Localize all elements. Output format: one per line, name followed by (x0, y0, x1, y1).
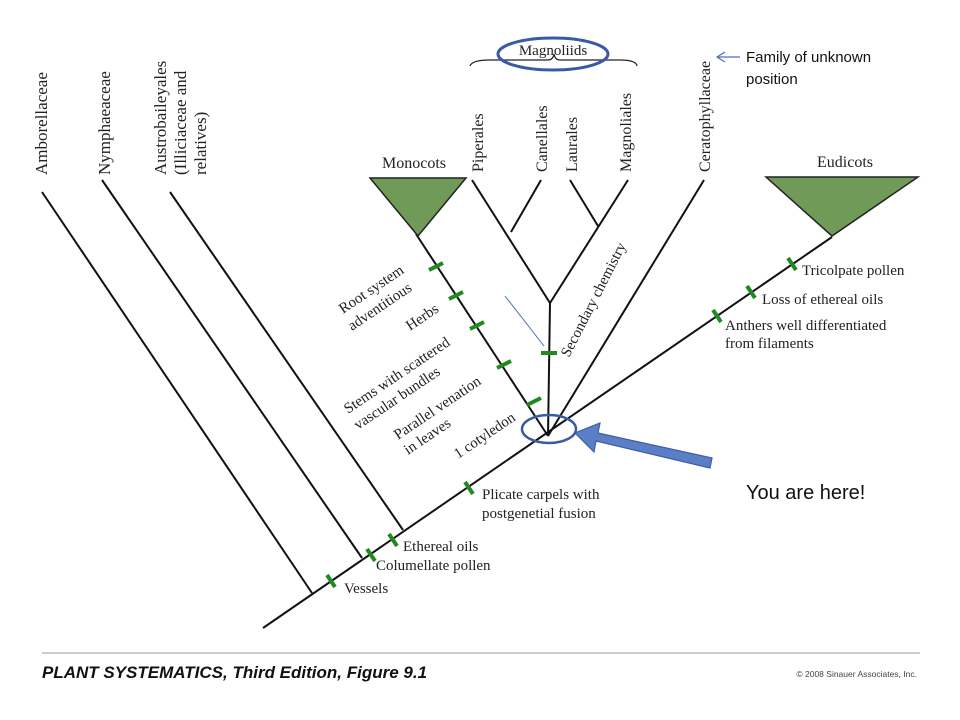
branch-ceratophyllaceae (547, 179, 705, 437)
branch-magnoliids-right (549, 179, 629, 304)
tick-columellate (365, 547, 377, 563)
secondary-chemistry-pointer (504, 295, 545, 347)
taxon-canellales: Canellales (534, 105, 551, 172)
char-ethereal: Ethereal oils (403, 539, 479, 555)
unknown-position-annotation: Family of unknown position (715, 49, 871, 88)
you-are-here-arrow (573, 422, 713, 469)
taxon-ceratophyllaceae: Ceratophyllaceae (697, 61, 714, 172)
taxon-piperales: Piperales (470, 113, 487, 172)
you-are-here-label: You are here! (746, 482, 865, 504)
char-columellate: Columellate pollen (376, 558, 491, 574)
monocots-clade-triangle (368, 177, 468, 238)
taxon-nymphaeaceae: Nymphaeaceae (95, 71, 114, 175)
magnoliids-bracket (469, 53, 638, 67)
unknown-position-line2: position (746, 71, 798, 88)
tick-tricolpate (786, 256, 798, 272)
tick-stems (469, 320, 485, 331)
branch-canellales (510, 179, 542, 233)
you-are-here-ellipse (520, 413, 578, 445)
monocot-ticks (428, 261, 542, 407)
tick-ethereal-loss (745, 284, 757, 300)
magnoliids-highlight-ellipse (496, 36, 610, 72)
char-vessels: Vessels (344, 581, 388, 597)
tick-cotyledon (526, 396, 542, 407)
tick-ethereal (387, 532, 399, 548)
taxon-amborellaceae: Amborellaceae (32, 72, 51, 175)
tick-vessels (325, 573, 337, 589)
char-herbs: Herbs (403, 301, 442, 334)
branch-laurales (569, 179, 599, 227)
taxon-austrobaileyales-line2: (Illiciaceae and (171, 70, 190, 175)
char-plicate-line2: postgenetial fusion (482, 506, 596, 522)
branch-nymphaeaceae (101, 179, 363, 559)
branch-austrobaileyales (169, 191, 404, 531)
char-ethereal-loss: Loss of ethereal oils (762, 292, 883, 308)
branch-amborellaceae (41, 191, 313, 594)
taxon-austrobaileyales-line1: Austrobaileyales (151, 61, 170, 175)
tick-root-system (428, 261, 444, 272)
tick-parallel (496, 359, 512, 370)
tick-herbs (448, 290, 464, 301)
char-tricolpate: Tricolpate pollen (802, 263, 905, 279)
taxon-laurales: Laurales (564, 117, 581, 172)
unknown-position-line1: Family of unknown (746, 49, 871, 66)
tick-anthers (711, 308, 723, 324)
magnoliids-label: Magnoliids (519, 43, 587, 59)
monocot-character-labels: Root system adventitious Herbs Stems wit… (336, 262, 519, 462)
tick-plicate (463, 480, 475, 496)
char-cotyledon: 1 cotyledon (451, 409, 519, 462)
char-plicate-line1: Plicate carpels with (482, 487, 600, 503)
figure-caption: PLANT SYSTEMATICS, Third Edition, Figure… (42, 663, 427, 682)
clade-label-monocots: Monocots (382, 155, 446, 172)
copyright-notice: © 2008 Sinauer Associates, Inc. (796, 669, 917, 679)
char-anthers-line2: from filaments (725, 336, 814, 352)
taxon-magnoliales: Magnoliales (618, 93, 635, 172)
taxon-austrobaileyales-line3: relatives) (191, 112, 210, 175)
branch-magnoliids-left (471, 179, 551, 304)
char-secondary-chemistry: Secondary chemistry (558, 240, 630, 360)
char-anthers-line1: Anthers well differentiated (725, 318, 887, 334)
eudicots-clade-triangle (764, 176, 921, 237)
clade-label-eudicots: Eudicots (817, 154, 873, 171)
